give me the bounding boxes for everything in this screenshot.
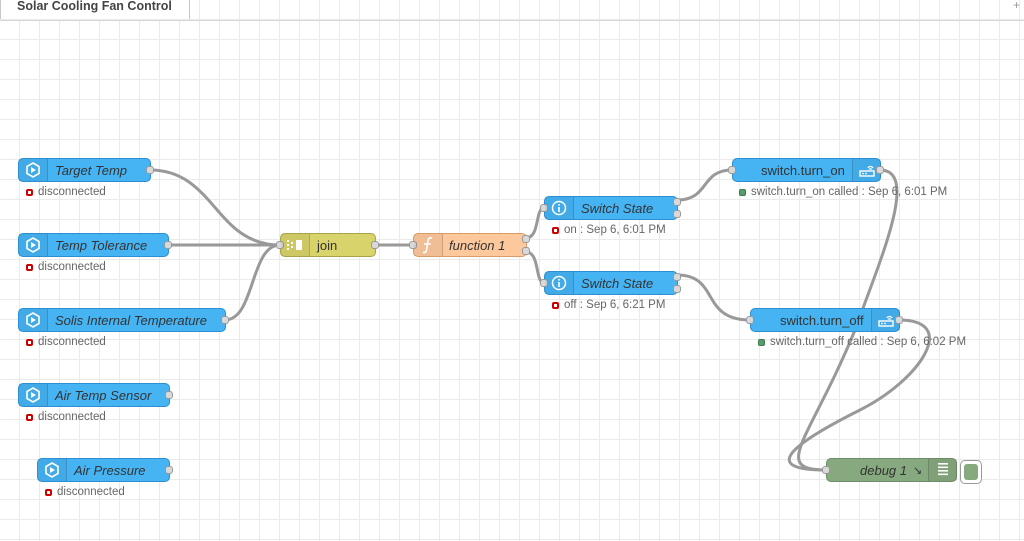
node-join[interactable]: join — [276, 233, 379, 257]
node-label: join — [317, 238, 338, 253]
node-label: Air Pressure — [74, 463, 146, 478]
node-label: Temp Tolerance — [55, 238, 148, 253]
node-air-temp-sensor[interactable]: Air Temp Sensor — [18, 383, 173, 407]
node-switch-state-on[interactable]: Switch State — [540, 196, 681, 220]
wire-switch-off-turn-off[interactable] — [676, 273, 751, 322]
output-port-1[interactable] — [673, 198, 681, 206]
workspace-tab-bar: Solar Cooling Fan Control + — [0, 0, 1024, 21]
node-air-pressure[interactable]: Air Pressure — [37, 458, 173, 482]
home-assistant-entity-icon — [19, 384, 48, 406]
tab-solar-cooling-fan-control[interactable]: Solar Cooling Fan Control — [0, 0, 190, 19]
input-port[interactable] — [540, 204, 548, 212]
output-port[interactable] — [164, 241, 172, 249]
output-port-2[interactable] — [673, 285, 681, 293]
input-port[interactable] — [746, 316, 754, 324]
router-icon — [852, 159, 881, 181]
node-switch-turn-off[interactable]: switch.turn_off — [746, 308, 903, 332]
home-assistant-entity-icon — [38, 459, 67, 481]
status-switch-turn-on: switch.turn_on called : Sep 6, 6:01 PM — [739, 186, 947, 198]
wire-turn-off-debug[interactable] — [787, 318, 931, 472]
node-debug-1[interactable]: debug 1 ↘ — [822, 458, 957, 482]
input-port[interactable] — [728, 166, 736, 174]
output-port-1[interactable] — [522, 235, 530, 243]
output-port[interactable] — [165, 391, 173, 399]
input-port[interactable] — [540, 279, 548, 287]
status-ring-icon — [26, 413, 33, 421]
node-switch-state-off[interactable]: Switch State — [540, 271, 681, 295]
status-ring-icon — [26, 338, 33, 346]
node-label: switch.turn_on — [761, 163, 845, 178]
status-switch-turn-off: switch.turn_off called : Sep 6, 6:02 PM — [758, 336, 966, 348]
output-port[interactable] — [895, 316, 903, 324]
node-label: debug 1 — [860, 463, 907, 478]
node-label: switch.turn_off — [780, 313, 864, 328]
status-temp-tolerance: disconnected — [26, 261, 106, 273]
home-assistant-entity-icon — [19, 234, 48, 256]
info-icon — [545, 197, 574, 219]
output-port[interactable] — [876, 166, 884, 174]
debug-toggle-button[interactable] — [960, 460, 982, 484]
status-air-temp: disconnected — [26, 411, 106, 423]
node-target-temp[interactable]: Target Temp — [18, 158, 154, 182]
node-solis-internal-temperature[interactable]: Solis Internal Temperature — [18, 308, 229, 332]
output-port[interactable] — [371, 241, 379, 249]
node-function-1[interactable]: function 1 — [409, 233, 530, 257]
add-tab-icon[interactable]: + — [1012, 0, 1020, 12]
node-switch-turn-on[interactable]: switch.turn_on — [728, 158, 884, 182]
status-ring-icon — [552, 301, 559, 309]
status-air-pressure: disconnected — [45, 486, 125, 498]
function-icon — [414, 234, 443, 256]
node-label: Target Temp — [55, 163, 128, 178]
router-icon — [871, 309, 900, 331]
join-icon — [281, 234, 310, 256]
status-ring-icon — [45, 488, 52, 496]
status-solis-internal: disconnected — [26, 336, 106, 348]
status-dot-icon — [758, 338, 765, 346]
node-label: Solis Internal Temperature — [55, 313, 207, 328]
status-ring-icon — [552, 226, 559, 234]
wire-target-temp-join[interactable] — [149, 168, 281, 247]
status-switch-state-off: off : Sep 6, 6:21 PM — [552, 299, 665, 311]
info-icon — [545, 272, 574, 294]
status-dot-icon — [739, 188, 746, 196]
node-label: Air Temp Sensor — [55, 388, 152, 403]
output-port[interactable] — [165, 466, 173, 474]
output-port-1[interactable] — [673, 273, 681, 281]
status-ring-icon — [26, 188, 33, 196]
wire-solis-join[interactable] — [224, 243, 281, 322]
home-assistant-entity-icon — [19, 309, 48, 331]
node-label: Switch State — [581, 276, 654, 291]
status-target-temp: disconnected — [26, 186, 106, 198]
node-label: Switch State — [581, 201, 654, 216]
input-port[interactable] — [409, 241, 417, 249]
node-label: function 1 — [449, 238, 506, 253]
status-switch-state-on: on : Sep 6, 6:01 PM — [552, 224, 666, 236]
wire-switch-on-turn-on[interactable] — [676, 168, 733, 202]
debug-list-icon — [928, 459, 957, 481]
status-ring-icon — [26, 263, 33, 271]
output-port-2[interactable] — [673, 210, 681, 218]
input-port[interactable] — [822, 466, 830, 474]
input-port[interactable] — [276, 241, 284, 249]
wire-function-switch-on[interactable] — [525, 206, 545, 240]
node-temp-tolerance[interactable]: Temp Tolerance — [18, 233, 172, 257]
output-port-2[interactable] — [522, 247, 530, 255]
output-port[interactable] — [146, 166, 154, 174]
output-port[interactable] — [221, 316, 229, 324]
debug-toggle-indicator — [964, 464, 978, 480]
debug-arrow-icon: ↘ — [913, 465, 923, 477]
home-assistant-entity-icon — [19, 159, 48, 181]
